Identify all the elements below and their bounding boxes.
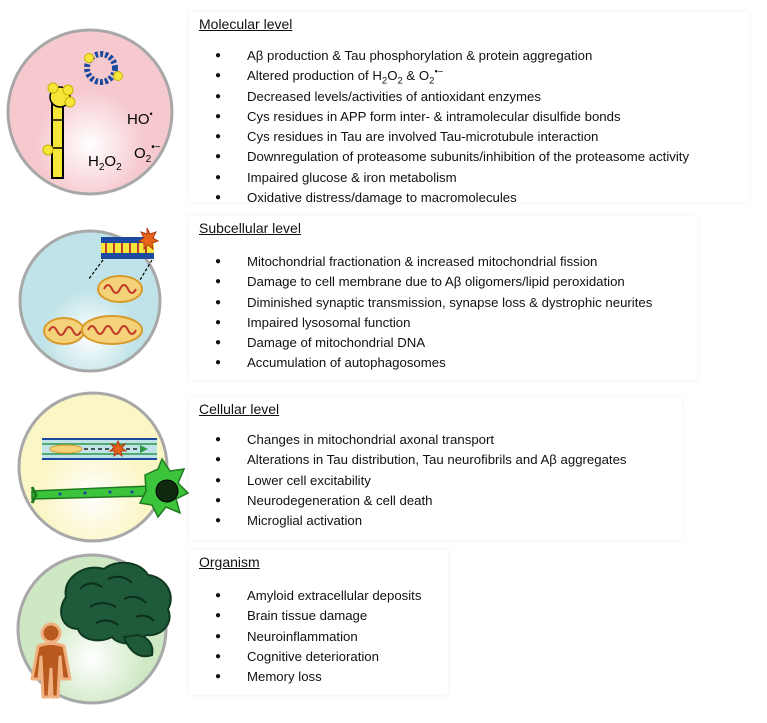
list-item: Neuroinflammation (215, 627, 421, 648)
list-item: Neurodegeneration & cell death (215, 491, 627, 512)
subcellular-illustration (18, 227, 162, 373)
brain-icon (60, 561, 172, 658)
mitochondrion-icon (43, 317, 85, 345)
list-item: Microglial activation (215, 511, 627, 532)
list-item: Alterations in Tau distribution, Tau neu… (215, 450, 627, 471)
list-item: Cys residues in Tau are involved Tau-mic… (215, 127, 689, 148)
section-molecular: HO• H2O2 O2•− Molecular level Aβ product… (0, 0, 767, 210)
list-item: Memory loss (215, 667, 421, 688)
list-item: Impaired lysosomal function (215, 313, 652, 334)
section-subcellular: Subcellular level Mitochondrial fraction… (0, 210, 767, 385)
molecular-illustration: HO• H2O2 O2•− (6, 28, 174, 196)
list-item: Mitochondrial fractionation & increased … (215, 252, 652, 273)
mitochondrion-icon (81, 315, 143, 345)
list-item: Cognitive deterioration (215, 647, 421, 668)
section-title: Molecular level (199, 16, 293, 32)
neuron-icon (30, 457, 190, 519)
list-item: Damage to cell membrane due to Aβ oligom… (215, 272, 652, 293)
list-item: Decreased levels/activities of antioxida… (215, 87, 689, 108)
list-item: Diminished synaptic transmission, synaps… (215, 293, 652, 314)
app-protein-stalk (51, 99, 64, 179)
label-peroxide: H2O2 (88, 153, 122, 173)
damage-burst-icon (108, 439, 128, 458)
label-hydroxyl: HO• (127, 109, 153, 128)
list-item: Accumulation of autophagosomes (215, 353, 652, 374)
section-title: Subcellular level (199, 220, 301, 236)
person-icon (30, 622, 72, 699)
list-item: Altered production of H2O2 & O2•− (215, 66, 689, 87)
molecular-panel: Molecular level Aβ production & Tau phos… (189, 12, 749, 209)
list-item: Lower cell excitability (215, 471, 627, 492)
list-item: Impaired glucose & iron metabolism (215, 168, 689, 189)
organism-illustration (16, 553, 172, 705)
mitochondrion-icon (97, 275, 143, 303)
tau-ring (84, 51, 118, 85)
list-item: Changes in mitochondrial axonal transpor… (215, 430, 627, 451)
cellular-circle (17, 391, 169, 543)
damage-burst-icon (137, 227, 160, 251)
list-item: Aβ production & Tau phosphorylation & pr… (215, 46, 689, 67)
axon-tube (42, 438, 157, 460)
section-organism: Organism Amyloid extracellular deposits … (0, 545, 767, 723)
subcellular-panel: Subcellular level Mitochondrial fraction… (189, 216, 697, 380)
list-item: Downregulation of proteasome subunits/in… (215, 147, 689, 168)
list-item: Oxidative distress/damage to macromolecu… (215, 188, 689, 209)
section-cellular: Cellular level Changes in mitochondrial … (0, 385, 767, 545)
section-title: Cellular level (199, 401, 280, 417)
list-item: Brain tissue damage (215, 606, 421, 627)
list-item: Amyloid extracellular deposits (215, 586, 421, 607)
cellular-panel: Cellular level Changes in mitochondrial … (189, 397, 682, 540)
cellular-illustration (17, 391, 190, 543)
list-item: Cys residues in APP form inter- & intram… (215, 107, 689, 128)
organism-panel: Organism Amyloid extracellular deposits … (189, 550, 448, 695)
section-title: Organism (199, 554, 260, 570)
list-item: Damage of mitochondrial DNA (215, 333, 652, 354)
